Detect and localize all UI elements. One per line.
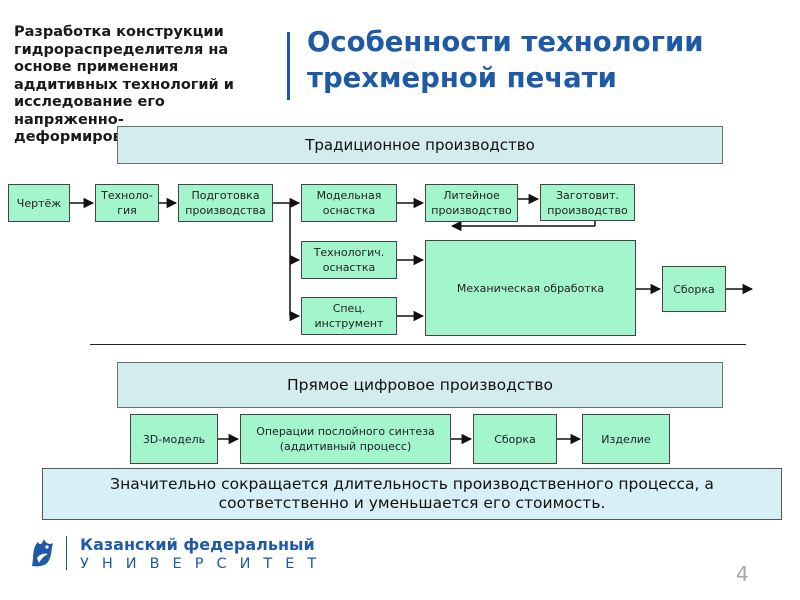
digital-banner: Прямое цифровое производство bbox=[117, 362, 723, 408]
node-machining: Механическая обработка bbox=[425, 240, 636, 336]
node-technology: Техноло-гия bbox=[95, 184, 159, 222]
logo-divider bbox=[66, 536, 67, 570]
node-model-tooling: Модельная оснастка bbox=[301, 184, 397, 222]
node-preparation: Подготовка производства bbox=[178, 184, 273, 222]
traditional-banner: Традиционное производство bbox=[117, 126, 723, 164]
title-divider bbox=[287, 32, 290, 100]
node-assembly-traditional: Сборка bbox=[662, 266, 726, 312]
node-3d-model: 3D-модель bbox=[130, 414, 218, 464]
node-drawing: Чертёж bbox=[8, 184, 70, 222]
node-casting: Литейное производство bbox=[425, 184, 518, 222]
conclusion-note: Значительно сокращается длительность про… bbox=[42, 468, 782, 520]
slide-title: Особенности технологии трехмерной печати bbox=[307, 26, 704, 94]
node-assembly-digital: Сборка bbox=[473, 414, 557, 464]
node-special-tools: Спец. инструмент bbox=[301, 297, 397, 335]
node-additive-process: Операции послойного синтеза (аддитивный … bbox=[240, 414, 451, 464]
node-product: Изделие bbox=[582, 414, 670, 464]
university-logo-icon bbox=[32, 539, 53, 567]
node-tech-tooling: Технологич. оснастка bbox=[301, 241, 397, 279]
university-name: Казанский федеральный bbox=[80, 535, 315, 554]
page-number: 4 bbox=[736, 562, 749, 586]
university-word: УНИВЕРСИТЕТ bbox=[80, 556, 330, 572]
node-blanks: Заготовит. производство bbox=[540, 184, 635, 221]
section-separator bbox=[90, 344, 746, 345]
